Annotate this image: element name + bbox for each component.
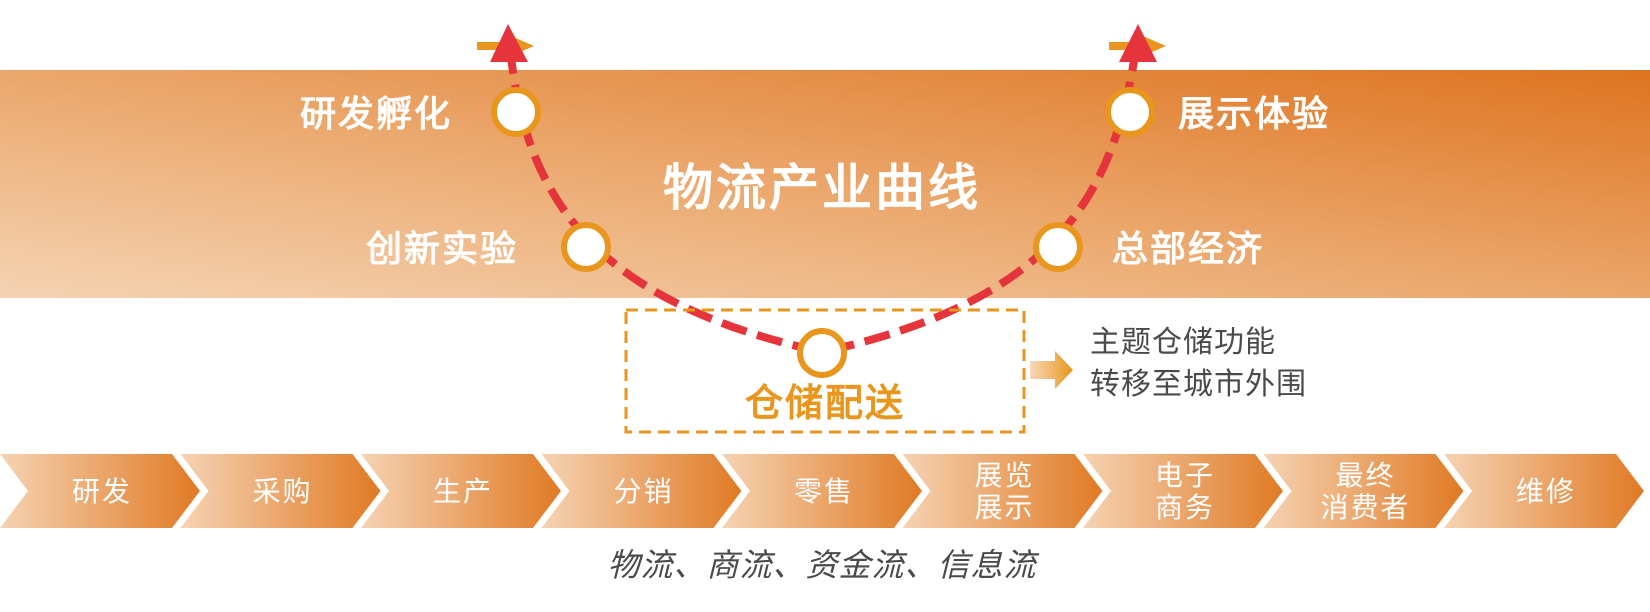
right-arrowhead-icon xyxy=(1119,24,1157,62)
node-top-left xyxy=(491,87,541,137)
node-top-right xyxy=(1105,87,1155,137)
chain-step-8 xyxy=(1263,454,1464,528)
chain-step-label: 零售 xyxy=(794,475,854,508)
chain-step-label: 生产 xyxy=(433,475,493,508)
label-top-right: 展示体验 xyxy=(1178,94,1330,135)
label-mid-left: 创新实验 xyxy=(366,229,518,270)
chain-step-label: 最终 xyxy=(1335,459,1395,492)
chain-step-label: 维修 xyxy=(1516,475,1576,508)
chain-step-label: 采购 xyxy=(252,475,312,508)
storage-highlight-box xyxy=(624,308,1026,434)
logistics-curve xyxy=(506,47,1140,357)
chain-step-label: 电子 xyxy=(1155,459,1215,492)
chain-step-label: 研发 xyxy=(72,475,132,508)
note-line-2: 转移至城市外围 xyxy=(1090,367,1307,402)
chain-step-7 xyxy=(1083,454,1283,528)
chain-step-label: 消费者 xyxy=(1320,491,1410,524)
note-line-1: 主题仓储功能 xyxy=(1090,325,1276,360)
relocation-arrow-icon xyxy=(1030,351,1073,389)
label-top-left: 研发孵化 xyxy=(300,94,452,135)
left-arrowhead-icon xyxy=(490,24,528,62)
chain-step-2 xyxy=(180,454,381,528)
chain-step-label: 商务 xyxy=(1155,491,1215,524)
node-bottom xyxy=(797,328,847,378)
diagram-title: 物流产业曲线 xyxy=(663,159,981,217)
label-storage: 仓储配送 xyxy=(745,381,905,425)
label-mid-right: 总部经济 xyxy=(1112,229,1264,270)
node-mid-right xyxy=(1033,222,1083,272)
chain-step-5 xyxy=(722,454,922,528)
chain-step-6 xyxy=(902,454,1103,528)
curve-band xyxy=(0,70,1650,298)
chain-step-9 xyxy=(1444,454,1644,528)
chain-step-label: 展示 xyxy=(974,491,1034,524)
node-mid-left xyxy=(561,222,611,272)
chain-step-4 xyxy=(541,454,742,528)
chain-step-1 xyxy=(0,454,200,528)
chain-step-label: 分销 xyxy=(613,475,673,508)
chain-step-3 xyxy=(361,454,561,528)
flows-caption: 物流、商流、资金流、信息流 xyxy=(607,546,1039,584)
chain-step-label: 展览 xyxy=(974,459,1034,492)
